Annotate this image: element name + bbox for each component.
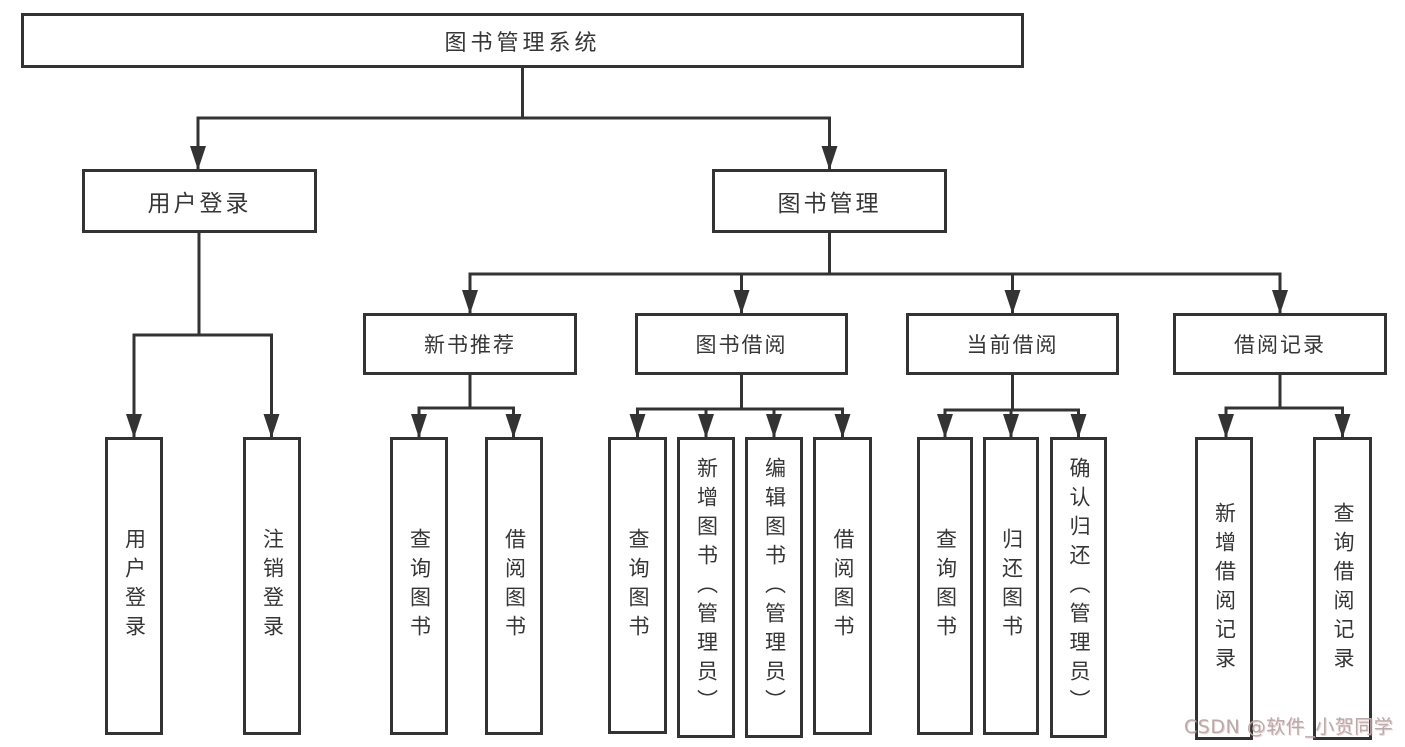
leaf-add-book-admin: 新增图书（管理员）: [677, 437, 735, 738]
leaf-query-book-recommend: 查询图书: [390, 437, 448, 735]
leaf-query-book-current: 查询图书: [917, 437, 973, 735]
leaf-query-book-borrow: 查询图书: [608, 437, 667, 734]
node-new-book-recommend: 新书推荐: [363, 313, 577, 375]
csdn-watermark: CSDN @软件_小贺同学: [1184, 716, 1394, 738]
leaf-borrow-book: 借阅图书: [813, 437, 872, 735]
leaf-return-book: 归还图书: [983, 437, 1039, 735]
node-book-management: 图书管理: [712, 169, 947, 233]
leaf-edit-book-admin: 编辑图书（管理员）: [745, 437, 803, 738]
leaf-add-borrow-record: 新增借阅记录: [1195, 437, 1253, 740]
node-root-library-system: 图书管理系统: [21, 13, 1024, 68]
leaf-user-login: 用户登录: [105, 437, 163, 735]
node-borrow-records: 借阅记录: [1173, 313, 1387, 375]
leaf-confirm-return-admin: 确认归还（管理员）: [1050, 437, 1107, 738]
leaf-logout: 注销登录: [243, 437, 301, 735]
node-current-borrow: 当前借阅: [906, 313, 1119, 375]
leaf-borrow-book-recommend: 借阅图书: [485, 437, 543, 735]
node-book-borrow: 图书借阅: [635, 313, 848, 375]
node-user-login: 用户登录: [82, 169, 317, 233]
leaf-query-borrow-record: 查询借阅记录: [1313, 437, 1372, 740]
